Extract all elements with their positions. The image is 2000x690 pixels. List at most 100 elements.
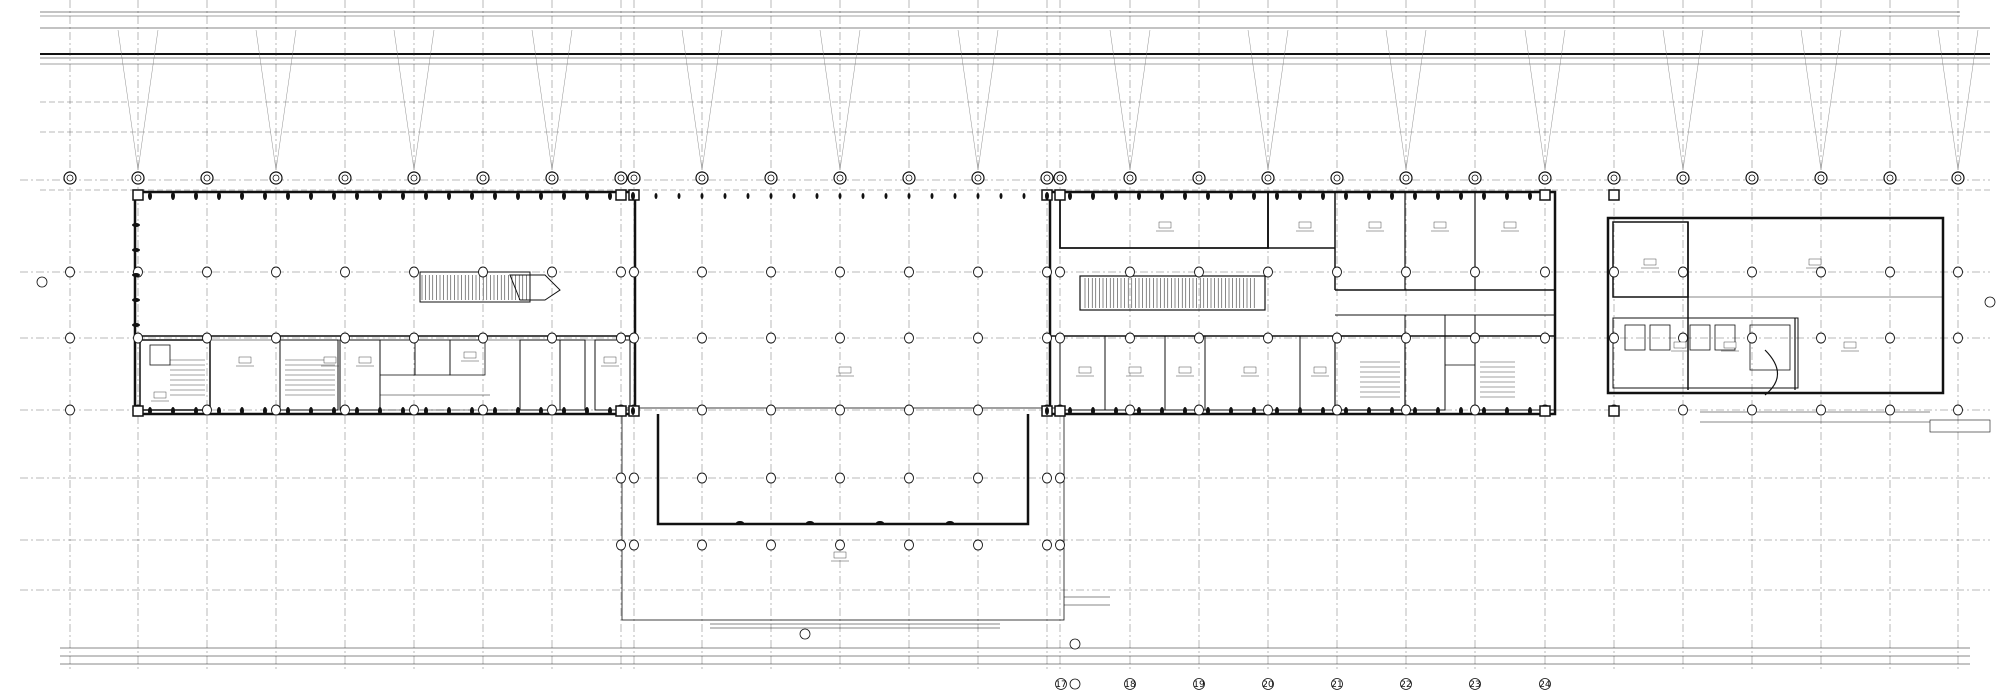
room-tag <box>1298 221 1312 229</box>
column-top-core <box>1679 174 1687 182</box>
column-top-core <box>698 174 706 182</box>
window-marker <box>1206 407 1210 415</box>
window-marker <box>1390 407 1394 415</box>
window-marker <box>562 407 566 415</box>
column-marker <box>766 539 776 551</box>
column-square <box>132 405 144 417</box>
column-top-core <box>1610 174 1618 182</box>
column-marker <box>1194 332 1204 344</box>
window-marker <box>1068 192 1072 200</box>
roof-rafters <box>117 29 1979 171</box>
window-marker <box>217 407 221 415</box>
window-marker <box>806 521 814 525</box>
rafter-line <box>137 29 159 171</box>
window-marker <box>1459 407 1463 415</box>
column-marker <box>835 539 845 551</box>
grid-bubble-label: 21 <box>1331 680 1342 690</box>
window-marker <box>132 323 140 327</box>
column-marker <box>133 332 143 344</box>
column-marker <box>271 266 281 278</box>
window-marker <box>631 192 635 200</box>
window-marker <box>148 192 152 200</box>
window-marker <box>1321 407 1325 415</box>
rafter-line <box>1405 29 1427 171</box>
column-top-core <box>134 174 142 182</box>
column-marker <box>340 266 350 278</box>
window-marker <box>171 192 175 200</box>
column-marker <box>409 332 419 344</box>
column-marker <box>340 332 350 344</box>
grid-bubble-label: 23 <box>1469 680 1480 690</box>
column-top-core <box>479 174 487 182</box>
column-top-core <box>630 174 638 182</box>
column-marker <box>271 332 281 344</box>
window-marker <box>1137 407 1141 415</box>
window-marker <box>516 407 520 415</box>
column-top-core <box>1817 174 1825 182</box>
column-marker <box>1042 472 1052 484</box>
column-marker <box>835 404 845 416</box>
column-marker <box>697 472 707 484</box>
column-marker <box>835 472 845 484</box>
window-marker <box>1022 193 1026 199</box>
column-marker <box>1125 332 1135 344</box>
window-marker <box>562 192 566 200</box>
left-wing-walls <box>133 190 637 416</box>
column-marker <box>1609 266 1619 278</box>
column-marker <box>766 472 776 484</box>
room-tag <box>1673 341 1687 349</box>
window-marker <box>1367 192 1371 200</box>
window-marker <box>1298 192 1302 200</box>
column-top-core <box>767 174 775 182</box>
column-top-core <box>1195 174 1203 182</box>
column-marker <box>1042 266 1052 278</box>
column-marker <box>835 332 845 344</box>
column-square <box>1539 189 1551 201</box>
window-marker <box>1137 192 1141 200</box>
window-marker <box>1091 407 1095 415</box>
column-marker <box>616 472 626 484</box>
rafter-line <box>1662 29 1684 171</box>
window-marker <box>1229 407 1233 415</box>
window-marker <box>1344 192 1348 200</box>
column-marker <box>697 404 707 416</box>
window-marker <box>132 298 140 302</box>
window-marker <box>654 193 658 199</box>
window-marker <box>1436 192 1440 200</box>
column-marker <box>1609 332 1619 344</box>
rafter-line <box>1937 29 1959 171</box>
column-top-core <box>1954 174 1962 182</box>
window-marker <box>1091 192 1095 200</box>
grid-bubble-label: 17 <box>1055 680 1066 690</box>
room-tag <box>1503 221 1517 229</box>
room-tag <box>1128 366 1142 374</box>
window-marker <box>424 407 428 415</box>
window-marker <box>539 407 543 415</box>
rafter-line <box>255 29 277 171</box>
window-marker <box>447 192 451 200</box>
column-marker <box>697 332 707 344</box>
column-marker <box>1470 266 1480 278</box>
rafter-line <box>551 29 573 171</box>
column-marker <box>973 539 983 551</box>
window-marker <box>1068 407 1072 415</box>
window-marker <box>470 192 474 200</box>
window-marker <box>838 193 842 199</box>
right-wing-walls <box>1606 216 1991 433</box>
window-marker <box>1482 192 1486 200</box>
window-marker <box>1505 407 1509 415</box>
room-tag <box>1643 258 1657 266</box>
window-marker <box>332 192 336 200</box>
column-marker <box>904 404 914 416</box>
window-marker <box>1436 407 1440 415</box>
column-marker <box>697 539 707 551</box>
column-square <box>1054 405 1066 417</box>
column-marker <box>1747 266 1757 278</box>
column-top-core <box>1043 174 1051 182</box>
column-top-core <box>1748 174 1756 182</box>
room-tag <box>1313 366 1327 374</box>
window-marker <box>1321 192 1325 200</box>
bottom-dimension-lines <box>60 647 1970 665</box>
window-marker <box>884 193 888 199</box>
window-marker <box>1528 407 1532 415</box>
